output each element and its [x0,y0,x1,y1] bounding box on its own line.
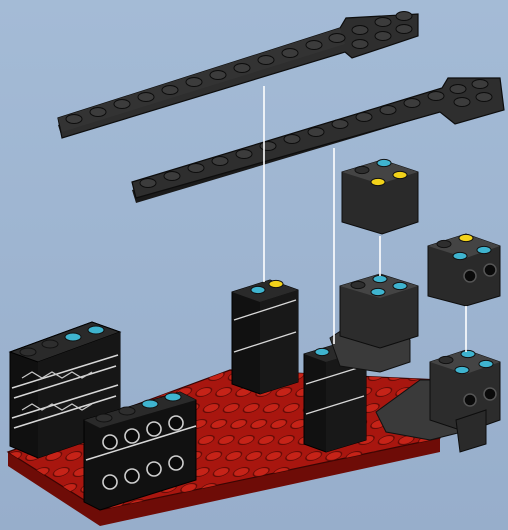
slope-brick-upper [330,274,418,372]
floating-technic-brick [428,234,500,306]
floating-brick-yellow [342,159,418,234]
center-column-1 [232,280,298,394]
